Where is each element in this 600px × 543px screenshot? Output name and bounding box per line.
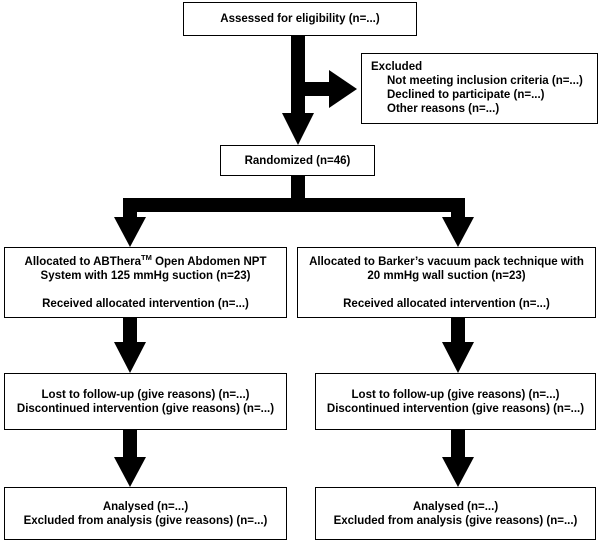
arrow-to-right-analysis [442,457,474,487]
arrow-to-right-followup [442,342,474,373]
right-excluded-analysis-text: Excluded from analysis (give reasons) (n… [333,514,578,527]
arrow-to-excluded [329,70,357,108]
right-received-text: Received allocated intervention (n=...) [343,297,550,310]
left-analysis-box: Analysed (n=...) Excluded from analysis … [4,487,287,540]
left-followup-box: Lost to follow-up (give reasons) (n=...)… [4,373,287,430]
arrow-to-randomized [282,113,314,145]
right-branch-stem [451,198,465,218]
right-analysis-stem [451,430,465,458]
right-allocation-box: Allocated to Barker’s vacuum pack techni… [297,247,596,318]
left-received-text: Received allocated intervention (n=...) [42,297,249,310]
excluded-item: Not meeting inclusion criteria (n=...) [387,75,583,87]
excluded-item: Declined to participate (n=...) [387,89,545,101]
right-analysed-text: Analysed (n=...) [412,500,499,513]
excluded-item: Other reasons (n=...) [387,103,500,115]
left-lost-text: Lost to follow-up (give reasons) (n=...) [41,388,250,401]
right-analysis-box: Analysed (n=...) Excluded from analysis … [315,487,596,540]
excluded-title: Excluded [371,61,423,73]
left-analysed-text: Analysed (n=...) [102,500,189,513]
left-allocation-line2: System with 125 mmHg suction (n=23) [40,269,251,282]
right-followup-box: Lost to follow-up (give reasons) (n=...)… [315,373,596,430]
right-discontinued-text: Discontinued intervention (give reasons)… [326,402,585,415]
left-allocation-box: Allocated to ABTheraTM Open Abdomen NPT … [4,247,287,318]
assessed-box: Assessed for eligibility (n=...) [183,2,417,36]
right-followup-stem [451,318,465,343]
right-allocation-line1: Allocated to Barker’s vacuum pack techni… [309,255,584,268]
left-discontinued-text: Discontinued intervention (give reasons)… [16,402,275,415]
trunk-connector [291,36,305,114]
left-allocation-line1: Allocated to ABTheraTM Open Abdomen NPT [24,252,267,269]
excluded-box: Excluded Not meeting inclusion criteria … [361,53,598,124]
arrow-to-left-followup [114,342,146,373]
randomized-text: Randomized (n=46) [244,154,351,167]
arrow-to-right-allocation [442,217,474,247]
trademark-sup: TM [141,252,152,262]
assessed-text: Assessed for eligibility (n=...) [220,13,380,25]
left-allocation-prefix: Allocated to ABThera [24,255,142,268]
arrow-to-left-allocation [114,217,146,247]
left-followup-stem [123,318,137,343]
right-lost-text: Lost to follow-up (give reasons) (n=...) [351,388,560,401]
left-analysis-stem [123,430,137,458]
right-allocation-line2: 20 mmHg wall suction (n=23) [367,269,526,282]
excluded-branch-connector [298,82,330,96]
arrow-to-left-analysis [114,457,146,487]
left-branch-stem [123,198,137,218]
left-excluded-analysis-text: Excluded from analysis (give reasons) (n… [23,514,268,527]
left-allocation-suffix: Open Abdomen NPT [151,255,267,268]
split-horizontal-bar [123,198,465,212]
randomized-box: Randomized (n=46) [220,145,375,176]
